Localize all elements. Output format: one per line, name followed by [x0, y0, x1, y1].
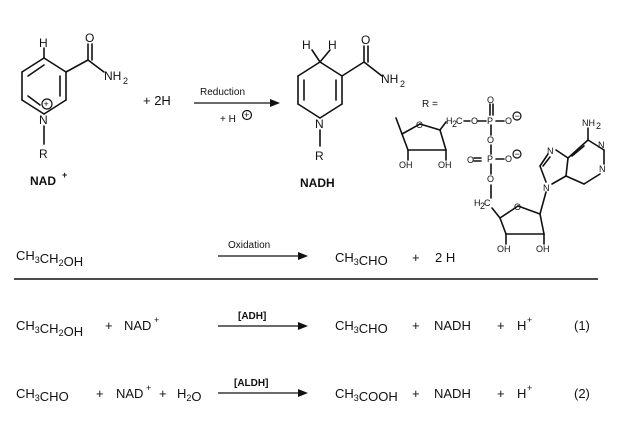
- reduction-arrow: Reduction + H +: [194, 87, 280, 125]
- nad-amide-sub: 2: [123, 76, 128, 86]
- eq2-plus-4: +: [497, 386, 505, 401]
- nadh-amide-nh: NH: [381, 72, 398, 86]
- phosphate1-p: P: [487, 116, 493, 126]
- oxidation-acetaldehyde: CH3CHO: [335, 250, 388, 268]
- eq2-nad-sup: +: [146, 383, 151, 393]
- ester-o-2: O: [487, 174, 494, 184]
- ribose2-h2c-sub: 2: [480, 201, 485, 211]
- eq2-plus-1: +: [96, 386, 104, 401]
- oxidation-plus: +: [412, 250, 420, 265]
- nadh-carbonyl-o: O: [361, 33, 370, 47]
- eq1-nad-sup: +: [154, 315, 159, 325]
- eq2-h: H: [517, 386, 526, 401]
- phosphate1-o-minus: O: [505, 116, 512, 126]
- h-plus-charge-circle: [241, 109, 253, 121]
- eq2-plus-2: +: [159, 386, 167, 401]
- r-equals-label: R =: [422, 99, 438, 110]
- nad-r-group: R: [39, 147, 48, 161]
- eq1-plus-1: +: [105, 318, 113, 333]
- bridge-o: O: [487, 135, 494, 145]
- oxidation-equation: CH3CH2OH Oxidation CH3CHO + 2 H: [16, 240, 455, 269]
- ribose2-oh-1: OH: [497, 244, 511, 254]
- phosphate2-charge-circle: [512, 149, 522, 159]
- phosphate2-o-left: O: [467, 155, 474, 165]
- eq1-enzyme: [ADH]: [238, 311, 266, 322]
- nad-amide-nh: NH: [104, 69, 121, 83]
- nadh-amide-sub: 2: [400, 79, 405, 89]
- eq2-plus-3: +: [412, 386, 420, 401]
- nadh-label: NADH: [300, 176, 335, 190]
- eq1-number: (1): [574, 318, 590, 333]
- oxidation-ethanol: CH3CH2OH: [16, 248, 83, 269]
- nadh-h-atom-1: H: [302, 38, 311, 52]
- equation-2: CH3CHO + NAD + + H2O [ALDH] CH3COOH + NA…: [16, 378, 590, 404]
- ribose2-h2c-c: C: [484, 198, 491, 208]
- ribose1-oh-2: OH: [438, 160, 452, 170]
- ribose1-h2c-c: C: [456, 116, 463, 126]
- ribose1-ring-o: O: [416, 120, 423, 130]
- r-group-structure: R = O OH OH H 2 C O P O O − O P: [395, 95, 606, 254]
- plus-h-label: + H: [220, 114, 236, 125]
- nadh-structure: H H O NH 2 N R NADH: [297, 33, 405, 190]
- eq2-nad: NAD: [116, 386, 143, 401]
- adenine-n9: N: [543, 183, 550, 193]
- eq1-h: H: [517, 318, 526, 333]
- adenine-n1: N: [599, 164, 606, 174]
- nad-positive-charge: +: [44, 99, 49, 109]
- ribose2-ring-o: O: [514, 202, 521, 212]
- eq1-plus-3: +: [497, 318, 505, 333]
- phosphate2-charge: −: [515, 149, 520, 159]
- adenine-nh: NH: [582, 118, 595, 128]
- eq1-nadh: NADH: [434, 318, 471, 333]
- eq2-water: H2O: [177, 386, 202, 404]
- nad-nitrogen: N: [39, 113, 48, 127]
- phosphate1-charge: −: [515, 111, 520, 121]
- oxidation-2h: 2 H: [435, 250, 455, 265]
- nad-positive-charge-circle: [41, 98, 53, 110]
- eq2-number: (2): [574, 386, 590, 401]
- ribose1-h2c-h: H: [446, 116, 453, 126]
- nadh-nitrogen: N: [315, 117, 324, 131]
- equation-1: CH3CH2OH + NAD + [ADH] CH3CHO + NADH + H…: [16, 311, 590, 339]
- ester-o-1: O: [471, 116, 478, 126]
- adenine-n3: N: [598, 140, 605, 150]
- eq2-enzyme: [ALDH]: [234, 378, 268, 389]
- eq2-acetic-acid: CH3COOH: [335, 386, 398, 404]
- nad-plus-structure: H O NH 2 N + R NAD +: [21, 31, 128, 188]
- nad-label: NAD: [30, 174, 56, 188]
- ribose1-h2c-sub: 2: [452, 119, 457, 129]
- adenine-nh-sub: 2: [596, 121, 601, 131]
- eq1-plus-2: +: [412, 318, 420, 333]
- eq1-nad: NAD: [124, 318, 151, 333]
- eq1-h-sup: +: [527, 315, 532, 325]
- phosphate2-o-minus: O: [505, 154, 512, 164]
- eq2-h-sup: +: [527, 383, 532, 393]
- eq2-nadh: NADH: [434, 386, 471, 401]
- ribose2-oh-2: OH: [536, 244, 550, 254]
- eq2-acetaldehyde: CH3CHO: [16, 386, 69, 404]
- eq1-acetaldehyde: CH3CHO: [335, 318, 388, 336]
- nad-carbonyl-o: O: [85, 31, 94, 45]
- nadh-h-atom-2: H: [328, 38, 337, 52]
- oxidation-label: Oxidation: [228, 240, 270, 251]
- ribose2-h2c-h: H: [474, 198, 481, 208]
- nad-label-sup: +: [62, 170, 67, 180]
- phosphate2-p: P: [487, 154, 493, 164]
- eq1-ethanol: CH3CH2OH: [16, 318, 83, 339]
- phosphate1-charge-circle: [512, 111, 522, 121]
- reduction-label: Reduction: [200, 87, 245, 98]
- ribose1-oh-1: OH: [399, 160, 413, 170]
- nad-h-atom: H: [39, 36, 48, 50]
- adenine-n7: N: [547, 146, 554, 156]
- phosphate1-o-top: O: [487, 95, 494, 105]
- h-plus-charge: +: [244, 110, 249, 120]
- nadh-r-group: R: [315, 149, 324, 163]
- plus-2h: + 2H: [143, 93, 171, 108]
